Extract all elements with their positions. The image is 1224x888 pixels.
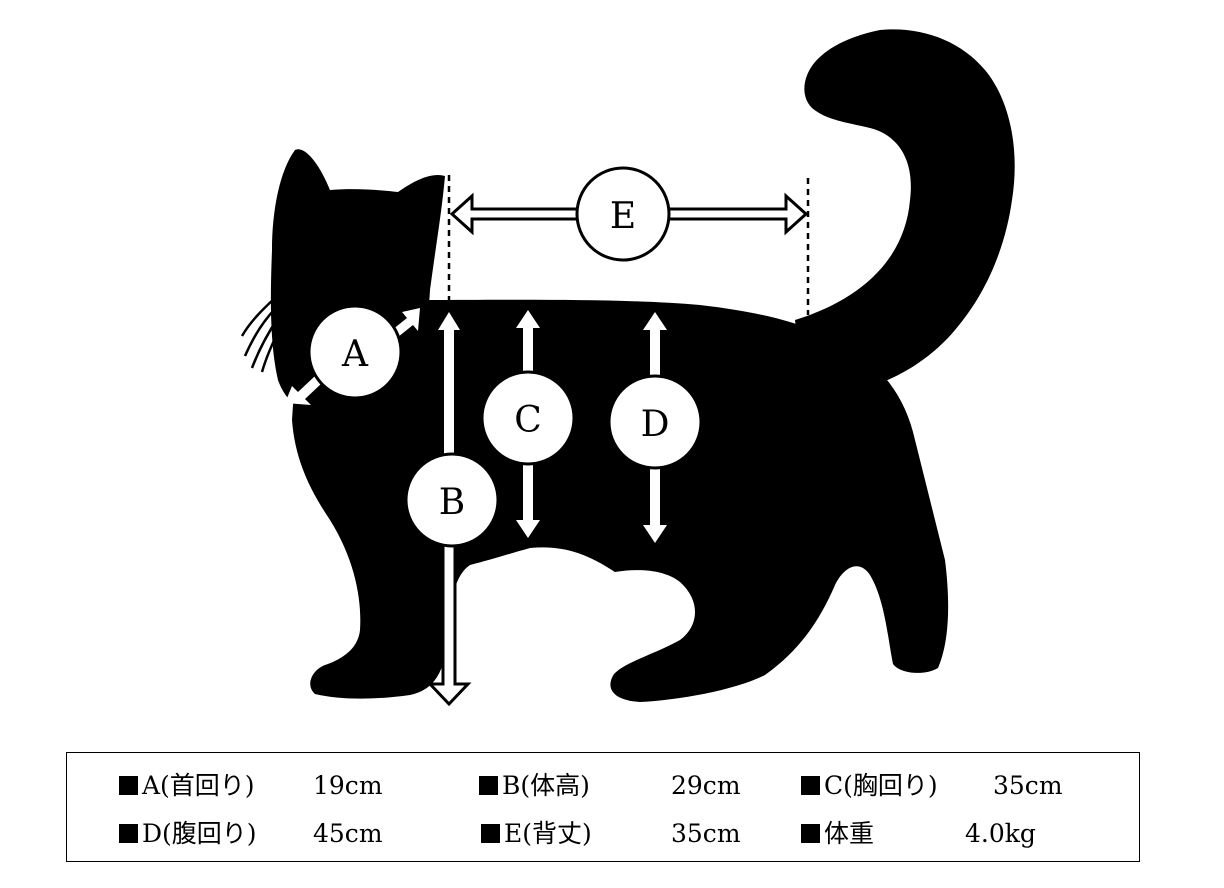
label-e: E bbox=[610, 196, 636, 237]
label-d: D bbox=[641, 404, 670, 445]
label-d-marker: D bbox=[607, 374, 703, 470]
measurement-item-b: B(体高) 29cm bbox=[479, 771, 741, 800]
measurement-name: C(胸回り) bbox=[824, 771, 938, 800]
belly-arrow bbox=[643, 312, 667, 543]
bullet-square-icon bbox=[801, 824, 820, 843]
measurement-value: 45cm bbox=[313, 819, 383, 848]
measurement-value: 19cm bbox=[313, 771, 383, 800]
measurement-value: 35cm bbox=[993, 771, 1063, 800]
label-b: B bbox=[439, 482, 465, 523]
measurement-value: 4.0kg bbox=[965, 819, 1036, 848]
measurement-name: E(背丈) bbox=[504, 819, 592, 848]
measurement-item-weight: 体重 4.0kg bbox=[801, 819, 1036, 848]
label-c-marker: C bbox=[480, 370, 576, 466]
label-e-marker: E bbox=[575, 166, 671, 262]
cat-measurement-diagram: E A B C D bbox=[240, 29, 1015, 707]
measurement-item-e: E(背丈) 35cm bbox=[481, 819, 741, 848]
measurement-name: 体重 bbox=[824, 819, 875, 848]
bullet-square-icon bbox=[119, 824, 138, 843]
cat-body bbox=[292, 299, 949, 702]
measurement-name: B(体高) bbox=[502, 771, 590, 800]
measurement-value: 29cm bbox=[671, 771, 741, 800]
back-length-guides bbox=[447, 175, 810, 315]
bullet-square-icon bbox=[801, 776, 820, 795]
measurement-name: D(腹回り) bbox=[142, 819, 257, 848]
bullet-square-icon bbox=[479, 776, 498, 795]
bullet-square-icon bbox=[119, 776, 138, 795]
measurement-item-a: A(首回り) 19cm bbox=[119, 771, 383, 800]
chest-arrow bbox=[516, 310, 540, 538]
label-b-marker: B bbox=[404, 452, 500, 548]
cat-tail bbox=[795, 29, 1015, 389]
measurement-name: A(首回り) bbox=[142, 771, 255, 800]
neck-arrows bbox=[285, 308, 420, 405]
measurement-table: A(首回り) 19cm B(体高) 29cm C(胸回り) 35cm D(腹回り… bbox=[66, 752, 1140, 862]
height-arrow bbox=[426, 312, 472, 707]
label-a: A bbox=[341, 334, 369, 375]
label-a-marker: A bbox=[307, 304, 403, 400]
cat-whiskers bbox=[240, 297, 282, 373]
measurement-item-c: C(胸回り) 35cm bbox=[801, 771, 1063, 800]
label-c: C bbox=[514, 400, 542, 441]
bullet-square-icon bbox=[481, 824, 500, 843]
measurement-value: 35cm bbox=[671, 819, 741, 848]
measurement-item-d: D(腹回り) 45cm bbox=[119, 819, 383, 848]
